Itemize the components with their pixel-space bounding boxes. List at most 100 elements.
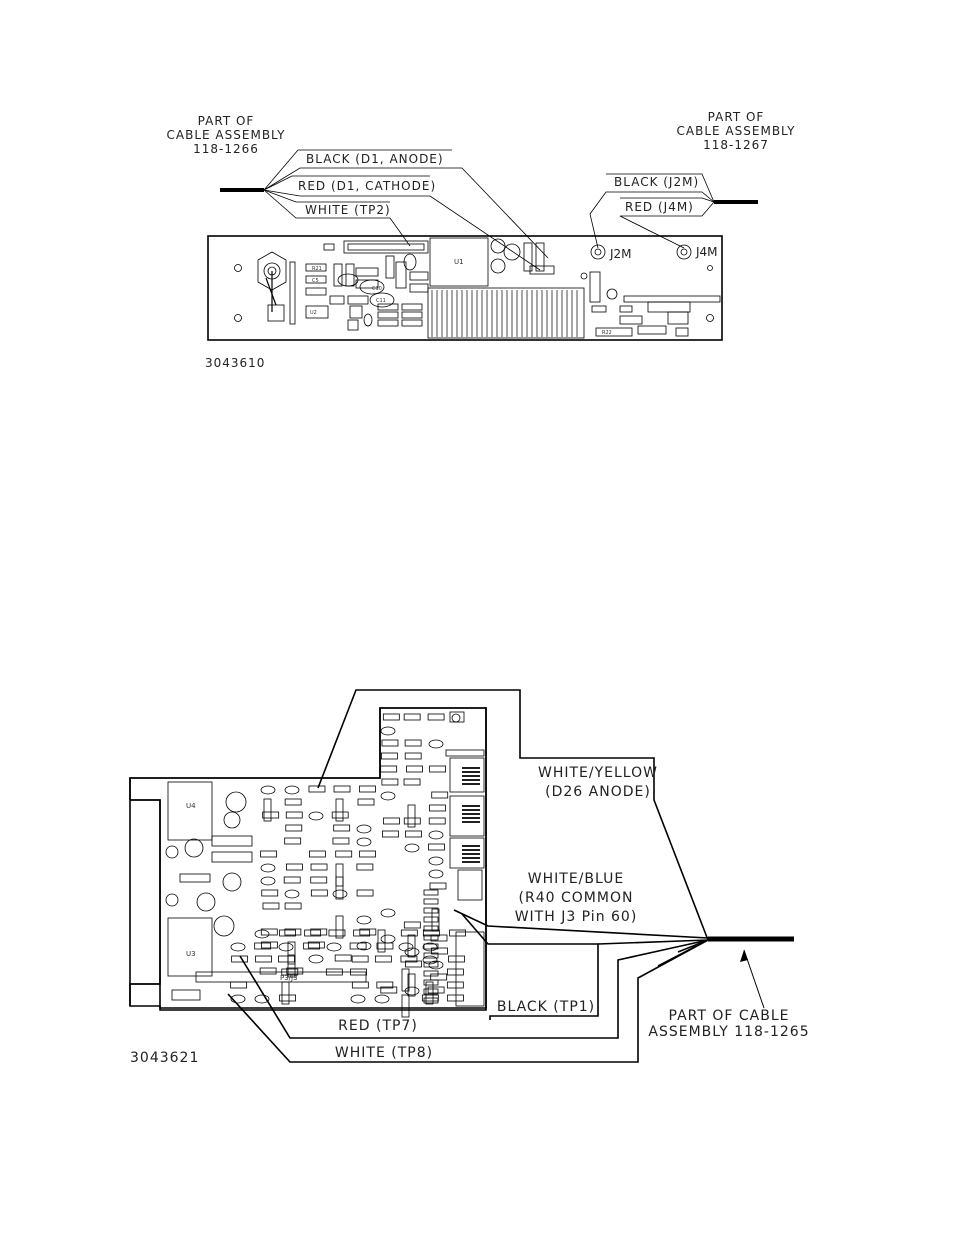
resistor bbox=[446, 981, 464, 989]
resistor bbox=[382, 830, 399, 838]
resistor bbox=[259, 967, 277, 975]
svg-text:U3: U3 bbox=[186, 950, 196, 958]
capacitor bbox=[398, 942, 414, 952]
svg-text:ASSEMBLY 118-1265: ASSEMBLY 118-1265 bbox=[648, 1024, 809, 1040]
svg-text:118-1266: 118-1266 bbox=[193, 142, 259, 156]
svg-text:PART OF: PART OF bbox=[198, 114, 255, 128]
resistor bbox=[447, 994, 464, 1002]
svg-text:C10: C10 bbox=[372, 286, 382, 292]
bottom-large-components: U4 U3 P3/J3 bbox=[165, 781, 367, 1001]
capacitor bbox=[428, 830, 444, 840]
resistor bbox=[447, 968, 464, 976]
mounting-hole bbox=[707, 265, 713, 271]
resistor bbox=[428, 843, 445, 851]
resistor bbox=[383, 817, 400, 825]
resistor bbox=[310, 876, 328, 884]
cable-arrow bbox=[740, 949, 765, 1009]
ic-chip bbox=[281, 981, 290, 1005]
svg-text:BLACK (D1, ANODE): BLACK (D1, ANODE) bbox=[306, 152, 444, 166]
ic-chip bbox=[335, 915, 344, 939]
resistor bbox=[428, 817, 446, 825]
capacitor bbox=[326, 942, 342, 952]
resistor bbox=[403, 921, 421, 929]
resistor bbox=[423, 988, 439, 995]
resistor bbox=[423, 916, 439, 923]
svg-text:C5: C5 bbox=[312, 278, 319, 284]
resistor bbox=[400, 929, 418, 937]
resistor bbox=[380, 765, 398, 773]
resistor bbox=[431, 791, 449, 799]
resistor bbox=[231, 955, 249, 963]
capacitor bbox=[260, 863, 276, 873]
resistor bbox=[284, 837, 302, 845]
wire-black-tp1: BLACK (TP1) bbox=[461, 913, 709, 1020]
bottom-small-components bbox=[230, 713, 466, 1018]
svg-text:(R40 COMMON: (R40 COMMON bbox=[519, 890, 634, 906]
resistor bbox=[423, 970, 439, 977]
resistor bbox=[403, 817, 421, 825]
resistor bbox=[308, 785, 326, 793]
capacitor bbox=[260, 876, 276, 886]
top-drawing-number: 3043610 bbox=[205, 356, 265, 370]
wire-black-j2m: BLACK (J2M) bbox=[589, 173, 715, 249]
svg-text:RED (D1, CATHODE): RED (D1, CATHODE) bbox=[298, 179, 436, 193]
cable-assembly-118-1265-label: PART OF CABLE ASSEMBLY 118-1265 bbox=[648, 1008, 809, 1040]
resistor bbox=[423, 907, 439, 914]
resistor bbox=[335, 850, 353, 858]
resistor bbox=[284, 798, 302, 806]
capacitor bbox=[380, 791, 396, 801]
svg-text:P3/J3: P3/J3 bbox=[280, 974, 298, 982]
bottom-connectors bbox=[445, 711, 485, 1007]
resistor bbox=[260, 850, 278, 858]
ic-chip bbox=[287, 941, 296, 965]
svg-text:(D26 ANODE): (D26 ANODE) bbox=[545, 784, 651, 800]
capacitor bbox=[308, 811, 324, 821]
resistor bbox=[403, 713, 421, 721]
resistor bbox=[423, 979, 439, 986]
resistor bbox=[405, 960, 422, 968]
resistor bbox=[286, 863, 303, 871]
bottom-pcb-outline bbox=[129, 707, 487, 1009]
mounting-hole bbox=[706, 314, 714, 322]
mounting-hole bbox=[234, 264, 242, 272]
bottom-pcb-board bbox=[129, 707, 487, 1011]
top-component-cluster: R21 C5 U2 C10 C11 bbox=[305, 243, 429, 331]
resistor bbox=[304, 929, 322, 937]
resistor bbox=[283, 876, 301, 884]
svg-text:RED (J4M): RED (J4M) bbox=[625, 200, 694, 214]
resistor bbox=[332, 837, 350, 845]
capacitor bbox=[254, 929, 270, 939]
resistor bbox=[423, 952, 439, 959]
resistor bbox=[430, 973, 448, 981]
resistor bbox=[310, 863, 328, 871]
ic-chip bbox=[335, 876, 344, 900]
resistor bbox=[284, 928, 302, 936]
resistor bbox=[333, 824, 351, 832]
wire-fan-lines bbox=[677, 939, 709, 953]
resistor bbox=[255, 955, 272, 963]
svg-text:J4M: J4M bbox=[695, 245, 718, 259]
resistor bbox=[260, 928, 278, 936]
resistor bbox=[374, 955, 392, 963]
svg-text:R21: R21 bbox=[312, 266, 322, 272]
resistor bbox=[423, 889, 439, 896]
resistor bbox=[406, 765, 423, 773]
capacitor bbox=[380, 726, 396, 736]
svg-text:PART OF CABLE: PART OF CABLE bbox=[669, 1008, 790, 1024]
resistor bbox=[350, 968, 367, 976]
resistor bbox=[381, 752, 398, 760]
ic-chip bbox=[407, 934, 416, 958]
svg-text:J2M: J2M bbox=[609, 247, 632, 261]
ic-chip bbox=[335, 798, 344, 822]
svg-text:CABLE ASSEMBLY: CABLE ASSEMBLY bbox=[677, 124, 796, 138]
resistor bbox=[307, 941, 325, 949]
top-header-connector bbox=[343, 240, 429, 254]
capacitor bbox=[230, 994, 246, 1004]
svg-text:WHITE/BLUE: WHITE/BLUE bbox=[528, 871, 624, 887]
jack-j4m: J4M bbox=[676, 244, 718, 260]
capacitor bbox=[284, 785, 300, 795]
resistor bbox=[400, 955, 418, 963]
resistor bbox=[423, 961, 439, 968]
capacitor bbox=[428, 960, 444, 970]
